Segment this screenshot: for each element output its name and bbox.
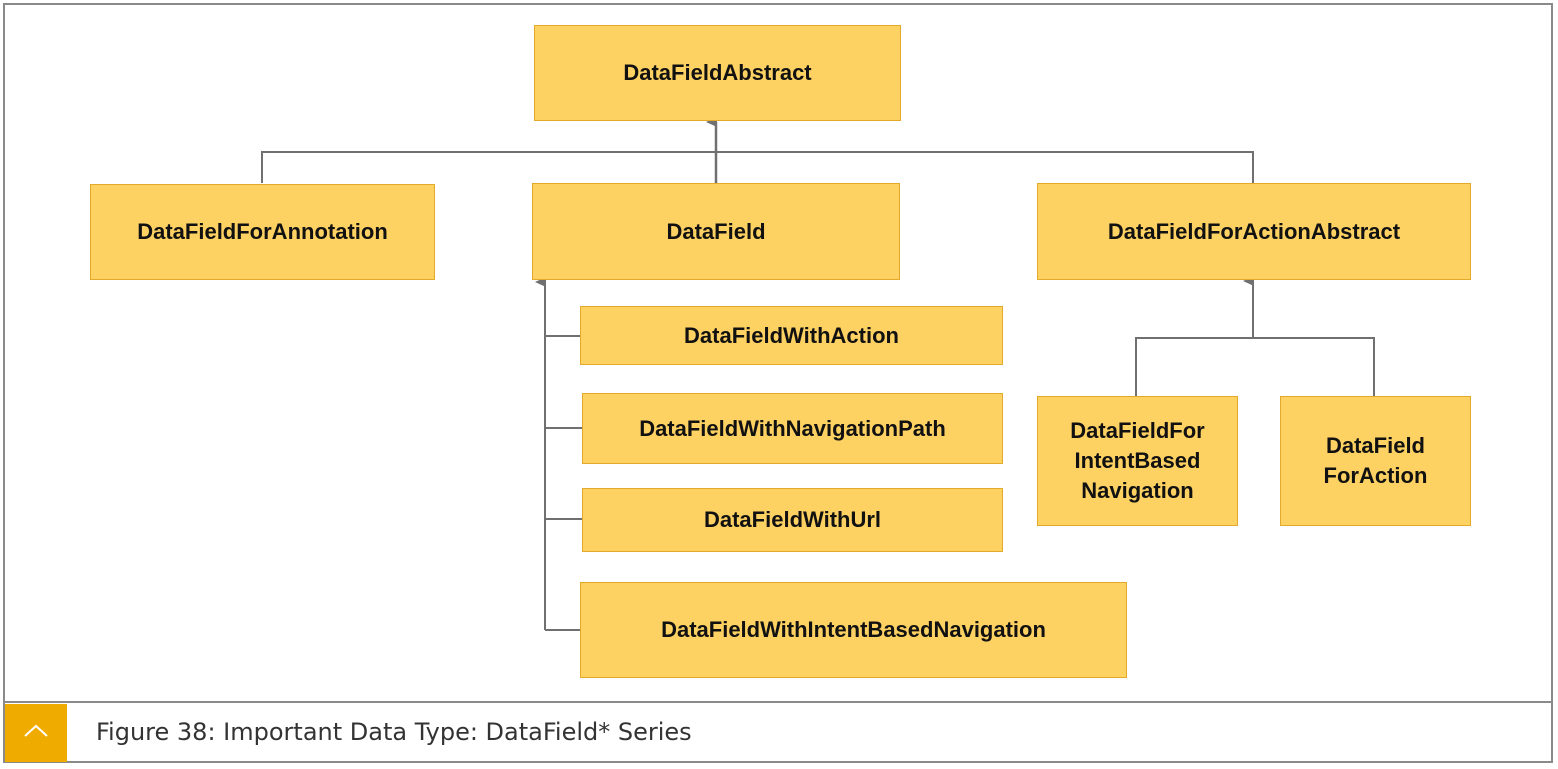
- connector-for-action-abstract-subtypes: [1135, 337, 1375, 396]
- chevron-up-icon: [22, 723, 50, 744]
- node-datafieldwithintentbasednavigation: DataFieldWithIntentBasedNavigation: [580, 582, 1127, 678]
- node-datafieldforintentbasednavigation: DataFieldFor IntentBased Navigation: [1037, 396, 1238, 526]
- caption-bar: [3, 701, 1553, 763]
- node-datafield: DataField: [532, 183, 900, 280]
- collapse-toggle-button[interactable]: [5, 704, 67, 762]
- node-datafieldabstract: DataFieldAbstract: [534, 25, 901, 121]
- node-datafieldwithurl: DataFieldWithUrl: [582, 488, 1003, 552]
- node-datafieldwithaction: DataFieldWithAction: [580, 306, 1003, 365]
- node-datafieldwithnavigationpath: DataFieldWithNavigationPath: [582, 393, 1003, 464]
- class-hierarchy-diagram: DataFieldAbstract DataFieldForAnnotation…: [90, 25, 1471, 678]
- node-datafieldforannotation: DataFieldForAnnotation: [90, 184, 435, 280]
- node-datafieldforaction: DataField ForAction: [1280, 396, 1471, 526]
- figure-caption: Figure 38: Important Data Type: DataFiel…: [96, 718, 692, 746]
- node-datafieldforactionabstract: DataFieldForActionAbstract: [1037, 183, 1471, 280]
- connector-for-annotation-to-abstract: [261, 151, 1254, 183]
- connector-lines: [261, 117, 1375, 631]
